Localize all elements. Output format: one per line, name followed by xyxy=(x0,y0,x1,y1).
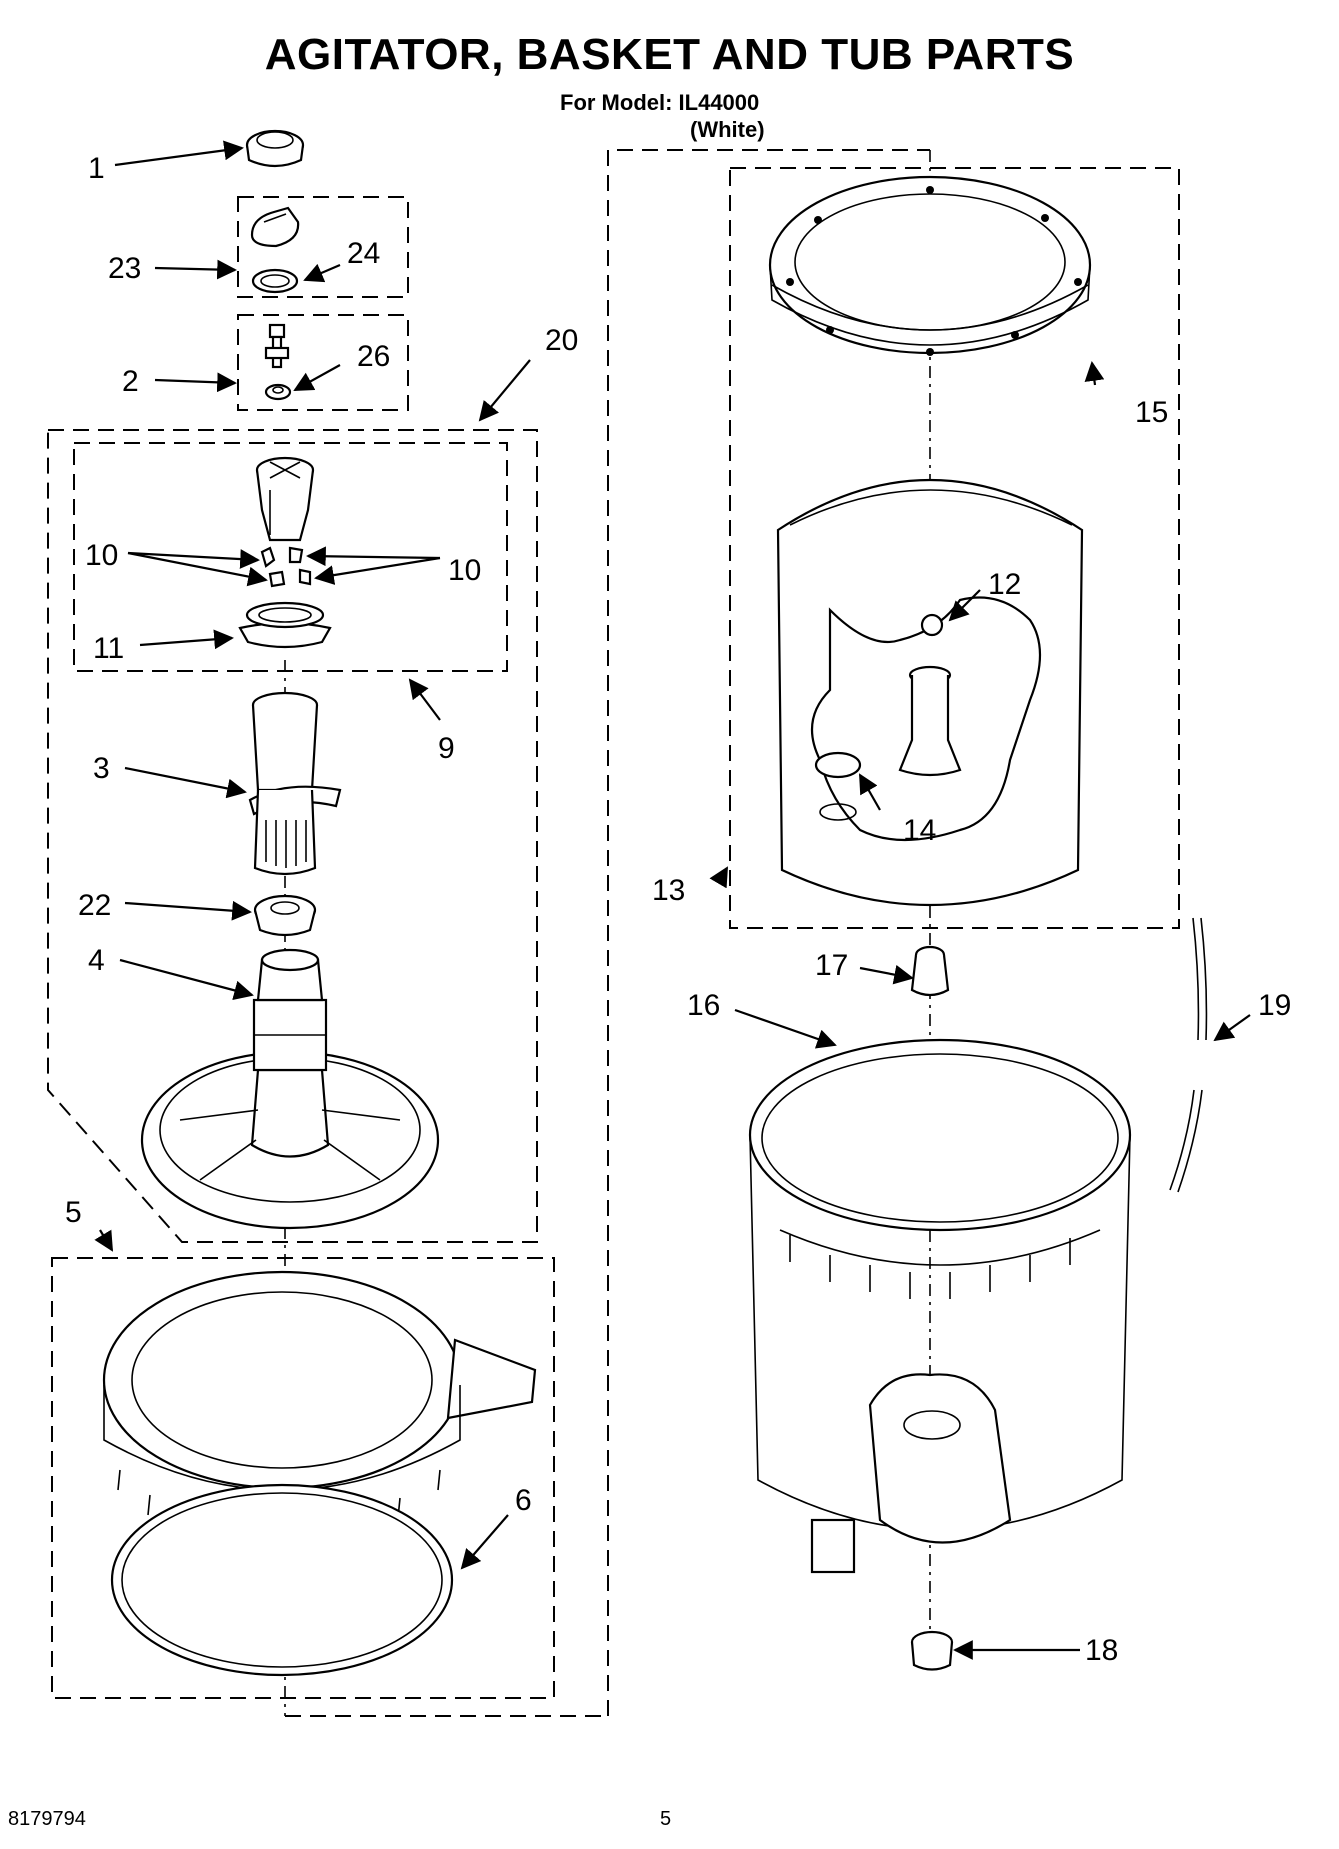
document-number: 8179794 xyxy=(8,1808,86,1830)
callout-6: 6 xyxy=(515,1484,532,1517)
callout-23: 23 xyxy=(108,252,141,285)
callout-19: 19 xyxy=(1258,989,1291,1022)
coupling-part xyxy=(253,894,317,937)
assembly-connector-line xyxy=(607,149,930,1716)
callout-24: 24 xyxy=(347,237,380,270)
dog-ring-part xyxy=(238,601,332,649)
callout-14: 14 xyxy=(903,814,936,847)
callout-3: 3 xyxy=(93,752,110,785)
model-line: For Model: IL44000 xyxy=(560,90,760,115)
bolt-part xyxy=(264,323,290,369)
balance-ring-part xyxy=(768,175,1092,356)
color-line: (White) xyxy=(690,117,765,142)
washer-part xyxy=(264,383,292,401)
basket-part xyxy=(776,479,1084,907)
callout-labels: 1 23 24 2 26 20 10 10 11 9 3 22 4 5 6 15… xyxy=(65,152,1291,1667)
callout-16: 16 xyxy=(687,989,720,1022)
page-title: AGITATOR, BASKET AND TUB PARTS xyxy=(264,30,1075,79)
group-box-2-26 xyxy=(237,314,409,411)
callout-22: 22 xyxy=(78,889,111,922)
callout-10-right: 10 xyxy=(448,554,481,587)
drain-plug-part xyxy=(910,1630,954,1671)
seal-ring-part xyxy=(251,268,299,294)
agitator-barrel-part xyxy=(248,691,342,876)
drive-bell-part xyxy=(910,945,950,997)
callout-9: 9 xyxy=(438,732,455,765)
callout-1: 1 xyxy=(88,152,105,185)
page-number: 5 xyxy=(660,1808,672,1830)
callout-15: 15 xyxy=(1135,396,1168,429)
group-box-5 xyxy=(51,1257,555,1699)
callout-13: 13 xyxy=(652,874,685,907)
callout-4: 4 xyxy=(88,944,105,977)
dog-parts xyxy=(260,546,312,588)
callout-12: 12 xyxy=(988,568,1021,601)
tub-seal-ring-part xyxy=(110,1483,454,1677)
callout-10-left: 10 xyxy=(85,539,118,572)
callout-17: 17 xyxy=(815,949,848,982)
callout-5: 5 xyxy=(65,1196,82,1229)
agitator-base-part xyxy=(140,948,440,1230)
callout-26: 26 xyxy=(357,340,390,373)
hose-part xyxy=(1169,917,1208,1193)
callout-arrows xyxy=(94,140,1251,1660)
tub-ring-part xyxy=(102,1270,537,1541)
callout-18: 18 xyxy=(1085,1634,1118,1667)
callout-2: 2 xyxy=(122,365,139,398)
outer-tub-part xyxy=(748,1038,1132,1574)
group-box-13 xyxy=(729,167,1180,929)
callout-20: 20 xyxy=(545,324,578,357)
cam-part xyxy=(250,206,300,248)
group-box-20 xyxy=(47,429,538,1243)
group-box-23-24 xyxy=(237,196,409,298)
callout-11: 11 xyxy=(93,632,124,665)
cam-cup-part xyxy=(255,456,315,542)
agitator-cap-part xyxy=(245,129,305,168)
group-box-9 xyxy=(73,442,508,672)
